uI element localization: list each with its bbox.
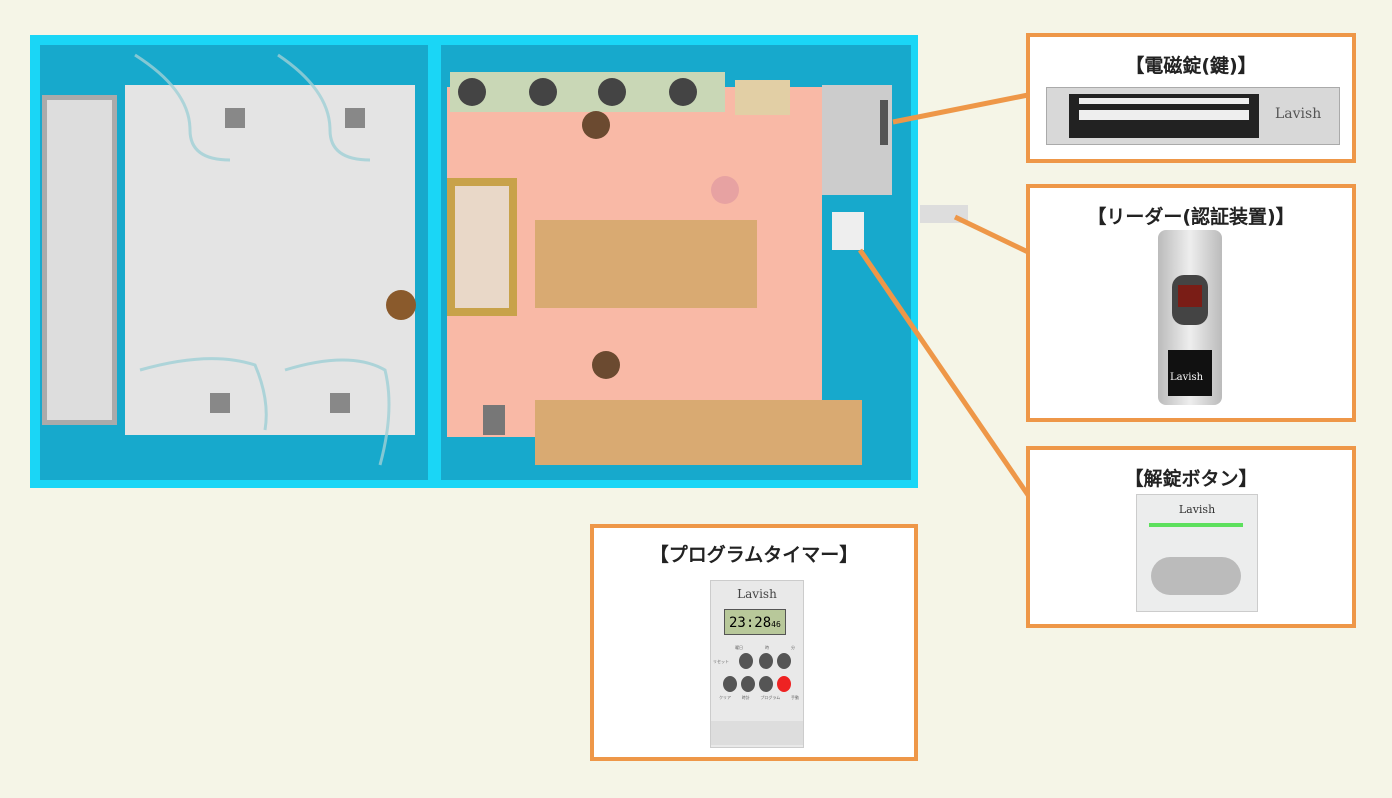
unlock-button-image: Lavish [1136, 494, 1258, 612]
program-timer-panel: 【プログラムタイマー】 Lavish 23:2846 クリア時計プログラム手動 … [590, 524, 918, 761]
panel-title: 【リーダー(認証装置)】 [1087, 206, 1295, 228]
panel-title: 【プログラムタイマー】 [649, 544, 859, 566]
timer-image: Lavish 23:2846 クリア時計プログラム手動 曜日時分 リセット [710, 580, 804, 748]
reader-image: Lavish [1158, 230, 1222, 405]
unlock-button-panel: 【解錠ボタン】 Lavish [1026, 446, 1356, 628]
left-room-floor [125, 85, 415, 435]
connector-lines [857, 92, 1031, 497]
trash-bin [483, 405, 505, 435]
shelf [535, 400, 862, 465]
person [386, 290, 416, 320]
table [535, 220, 757, 308]
chair [735, 80, 790, 115]
shower-booths [134, 53, 391, 466]
magnetic-lock-panel: 【電磁錠(鍵)】 Lavish [1026, 33, 1356, 163]
magnetic-lock-mark [880, 100, 888, 145]
panel-title: 【解錠ボタン】 [1124, 468, 1258, 490]
timer-display: 23:2846 [724, 609, 786, 635]
panel-title: 【電磁錠(鍵)】 [1125, 55, 1257, 77]
reader-panel: 【リーダー(認証装置)】 Lavish [1026, 184, 1356, 422]
magnetic-lock-image: Lavish [1046, 87, 1340, 145]
unlock-button-mark [832, 212, 864, 250]
